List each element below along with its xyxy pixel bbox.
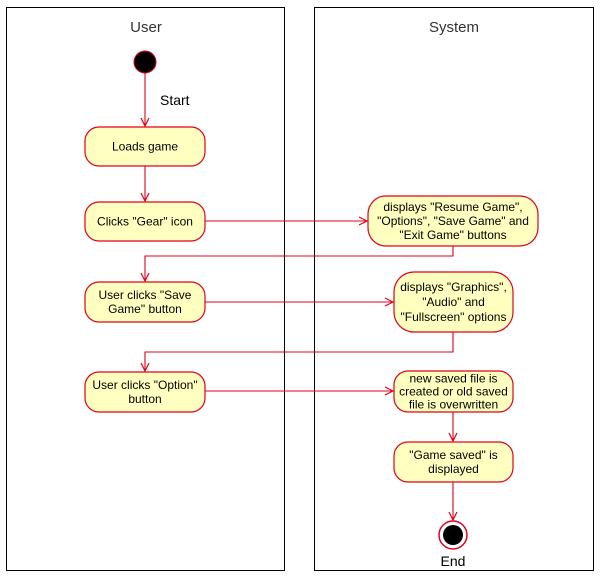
start-node xyxy=(133,50,157,74)
action-displays-menu: displays "Resume Game","Options", "Save … xyxy=(367,195,539,247)
flow-options-to-option xyxy=(145,332,454,371)
lane-system-title: System xyxy=(429,19,479,36)
node-text-line: displays "Graphics", xyxy=(400,280,507,294)
node-text-line: Loads game xyxy=(112,140,178,154)
node-text-line: "Fullscreen" options xyxy=(401,310,507,324)
lane-user-title: User xyxy=(130,19,162,36)
action-clicks-option-text: User clicks "Option"button xyxy=(92,378,197,406)
action-clicks-gear-text: Clicks "Gear" icon xyxy=(97,215,193,229)
node-text-line: displayed xyxy=(428,462,479,476)
action-loads-game: Loads game xyxy=(84,126,206,167)
flow-menu-to-save xyxy=(145,246,454,281)
node-text-line: displays "Resume Game", xyxy=(383,200,522,214)
lane-system xyxy=(314,7,594,571)
node-text-line: "Exit Game" buttons xyxy=(399,228,506,242)
action-displays-options-text: displays "Graphics","Audio" and"Fullscre… xyxy=(400,280,507,324)
lane-user xyxy=(6,7,285,571)
node-text-line: file is overwritten xyxy=(409,398,498,412)
start-label: Start xyxy=(160,92,190,108)
action-clicks-option: User clicks "Option"button xyxy=(84,371,206,413)
action-loads-game-text: Loads game xyxy=(112,140,178,154)
action-displays-menu-text: displays "Resume Game","Options", "Save … xyxy=(377,200,529,242)
end-label: End xyxy=(441,553,466,569)
node-text-line: Clicks "Gear" icon xyxy=(97,215,193,229)
node-text-line: "Game saved" is xyxy=(409,448,498,462)
node-text-line: "Audio" and xyxy=(422,295,485,309)
node-text-line: button xyxy=(128,392,161,406)
node-text-line: created or old saved xyxy=(399,385,508,399)
end-node xyxy=(438,520,468,550)
node-text-line: "Options", "Save Game" and xyxy=(377,214,529,228)
node-text-line: new saved file is xyxy=(409,372,497,386)
node-text-line: Game" button xyxy=(108,302,182,316)
node-text-line: User clicks "Save xyxy=(99,288,192,302)
action-displays-options: displays "Graphics","Audio" and"Fullscre… xyxy=(393,271,514,333)
node-text-line: User clicks "Option" xyxy=(92,378,197,392)
action-clicks-gear: Clicks "Gear" icon xyxy=(84,201,206,242)
